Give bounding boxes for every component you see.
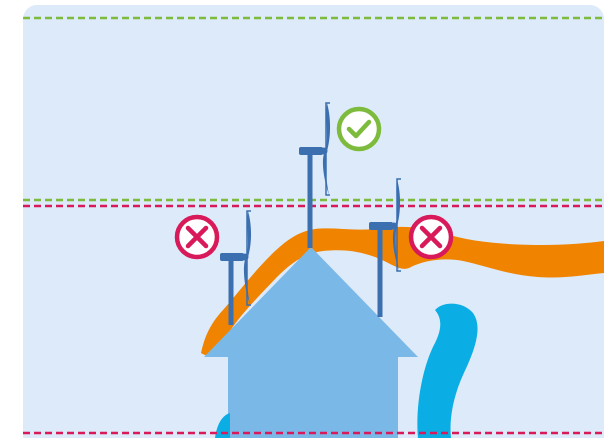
turbine-pole: [308, 150, 313, 248]
check-circle-icon: [339, 109, 379, 149]
cross-circle-icon: [411, 217, 451, 257]
diagram-panel: [23, 5, 604, 438]
turbine-placement-diagram: [23, 5, 604, 438]
turbine-nacelle: [299, 147, 323, 155]
turbine-nacelle: [220, 253, 244, 261]
turbine-pole: [229, 255, 234, 325]
house-body: [228, 357, 398, 438]
cross-circle-icon: [177, 217, 217, 257]
turbine-nacelle: [369, 222, 393, 230]
turbine-pole: [378, 225, 383, 317]
